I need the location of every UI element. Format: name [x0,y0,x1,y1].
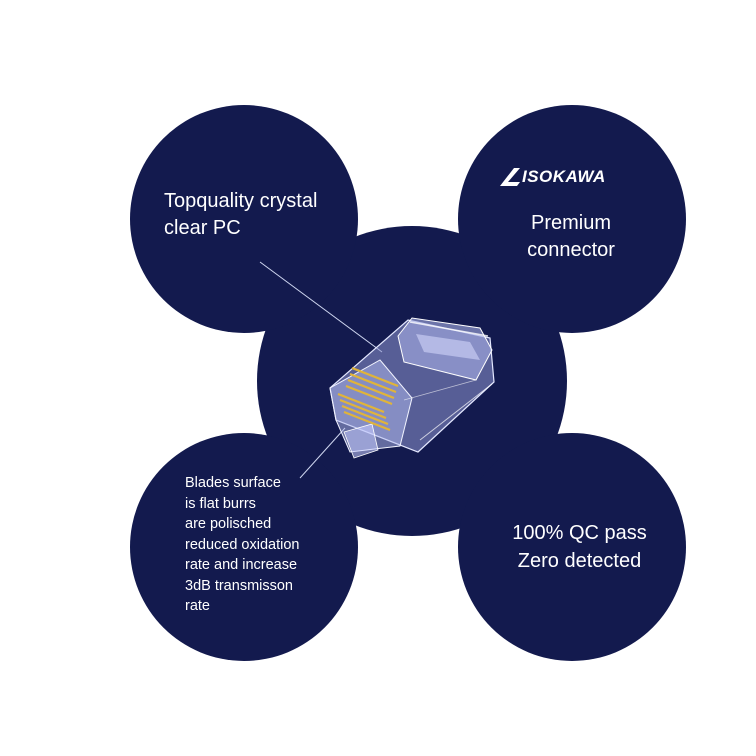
top-right-text: Premium connector [510,210,632,264]
callout-line-bottom [299,427,346,479]
text-line: 100% QC pass [512,522,647,544]
isokawa-logo-mark [500,168,520,186]
text-line: connector [527,239,615,261]
top-left-text: Topquality crystal clear PC [164,188,354,242]
text-line: Zero detected [517,550,642,572]
bottom-right-text: 100% QC pass Zero detected [497,519,662,575]
text-line: 3dB transmisson [185,577,293,594]
text-line: reduced oxidation [185,536,300,553]
isokawa-logo: ISOKAWA [522,167,606,186]
bottom-right-circle [458,433,686,661]
rj45-connector-icon [329,317,495,459]
top-right-circle [458,105,686,333]
callout-line-top [259,261,383,353]
text-line: clear PC [164,217,241,239]
bottom-left-text: Blades surface is flat burrs are polisch… [185,473,350,617]
text-line: rate [185,598,210,614]
text-line: is flat burrs [185,495,256,512]
text-line: rate and increase [185,557,298,573]
text-line: Blades surface [185,475,281,491]
text-line: are polisched [185,516,272,532]
bottom-left-circle [130,433,358,661]
top-left-circle [130,105,358,333]
text-line: Topquality crystal [164,190,318,212]
text-line: Premium [530,212,611,234]
